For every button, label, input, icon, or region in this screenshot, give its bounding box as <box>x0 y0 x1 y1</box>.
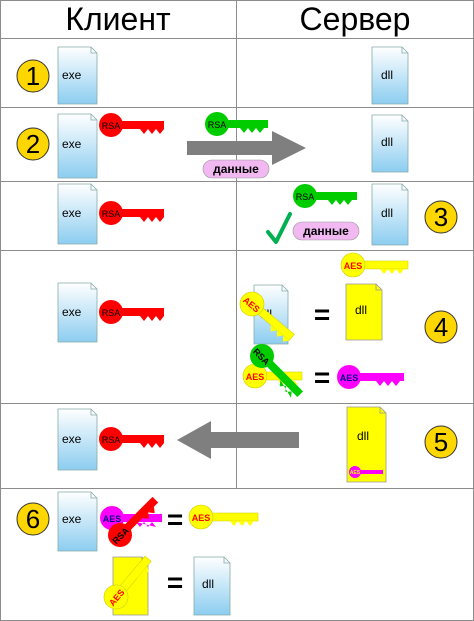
rsa-public-key: RSA <box>293 184 357 208</box>
svg-text:exe: exe <box>62 206 82 220</box>
equals-sign: = <box>314 362 330 393</box>
svg-text:2: 2 <box>26 129 40 159</box>
step-2-badge: 2 <box>16 127 50 161</box>
svg-text:RSA: RSA <box>102 209 121 219</box>
aes-key: AES <box>103 555 152 610</box>
aes-key-encrypted: AES <box>349 466 383 478</box>
exe-file: exe <box>57 282 98 343</box>
svg-text:RSA: RSA <box>102 308 121 318</box>
svg-text:exe: exe <box>62 432 82 446</box>
svg-text:dll: dll <box>381 135 393 149</box>
dll-file-encrypted: dll <box>345 283 383 341</box>
svg-text:данные: данные <box>213 162 259 176</box>
rsa-private-key: RSA <box>99 427 164 451</box>
aes-key: AES <box>188 504 259 530</box>
dll-file: dll <box>371 114 409 173</box>
step-4-badge: 4 <box>424 310 458 344</box>
svg-text:AES: AES <box>340 373 359 383</box>
svg-text:dll: dll <box>355 303 367 317</box>
check-icon <box>266 212 292 244</box>
data-pill: данные <box>202 159 270 179</box>
svg-text:AES: AES <box>350 470 361 476</box>
rsa-private-key: RSA <box>108 496 159 547</box>
rsa-public-key: RSA <box>205 112 268 136</box>
svg-text:AES: AES <box>192 513 211 523</box>
rsa-public-key: RSA <box>250 344 304 398</box>
exe-file: exe <box>57 183 98 245</box>
aes-key: AES <box>239 291 295 342</box>
client-header: Клиент <box>65 1 171 37</box>
exe-file: exe <box>57 46 98 105</box>
dll-file-encrypted: dll <box>346 406 387 483</box>
svg-text:RSA: RSA <box>102 121 121 131</box>
dll-file: dll <box>371 46 409 105</box>
svg-text:AES: AES <box>246 372 265 382</box>
arrow-to-client <box>177 421 299 459</box>
dll-file: dll <box>371 183 409 246</box>
svg-text:6: 6 <box>26 504 40 534</box>
svg-text:dll: dll <box>381 68 393 82</box>
svg-text:AES: AES <box>103 514 122 524</box>
equals-sign: = <box>167 567 183 598</box>
step-3-badge: 3 <box>424 200 458 234</box>
exe-file: exe <box>57 491 98 552</box>
server-header: Сервер <box>300 1 411 37</box>
dll-file: dll <box>193 556 231 616</box>
svg-text:3: 3 <box>434 202 448 232</box>
arrow-to-server <box>187 131 306 165</box>
svg-text:данные: данные <box>303 224 349 238</box>
step-5-badge: 5 <box>424 425 458 459</box>
rsa-private-key: RSA <box>99 113 164 137</box>
svg-text:dll: dll <box>381 206 393 220</box>
svg-text:dll: dll <box>202 577 214 591</box>
rsa-private-key: RSA <box>99 300 164 324</box>
svg-text:dll: dll <box>357 429 369 443</box>
svg-text:AES: AES <box>344 261 363 271</box>
svg-text:RSA: RSA <box>208 120 227 130</box>
equals-sign: = <box>167 504 183 535</box>
svg-text:RSA: RSA <box>102 435 121 445</box>
svg-text:1: 1 <box>26 61 40 91</box>
svg-text:exe: exe <box>62 137 82 151</box>
svg-text:5: 5 <box>434 427 448 457</box>
exe-file: exe <box>57 408 98 471</box>
svg-text:exe: exe <box>62 305 82 319</box>
equals-sign: = <box>314 299 330 330</box>
aes-key-encrypted: AES <box>337 365 404 389</box>
step-1-badge: 1 <box>16 59 50 93</box>
svg-text:4: 4 <box>434 312 448 342</box>
svg-text:exe: exe <box>62 512 82 526</box>
step-6-badge: 6 <box>16 502 50 536</box>
aes-key: AES <box>340 252 409 278</box>
svg-text:exe: exe <box>62 68 82 82</box>
svg-text:RSA: RSA <box>296 192 315 202</box>
exe-file: exe <box>57 113 98 179</box>
rsa-private-key: RSA <box>99 201 164 225</box>
data-pill: данные <box>292 221 360 241</box>
